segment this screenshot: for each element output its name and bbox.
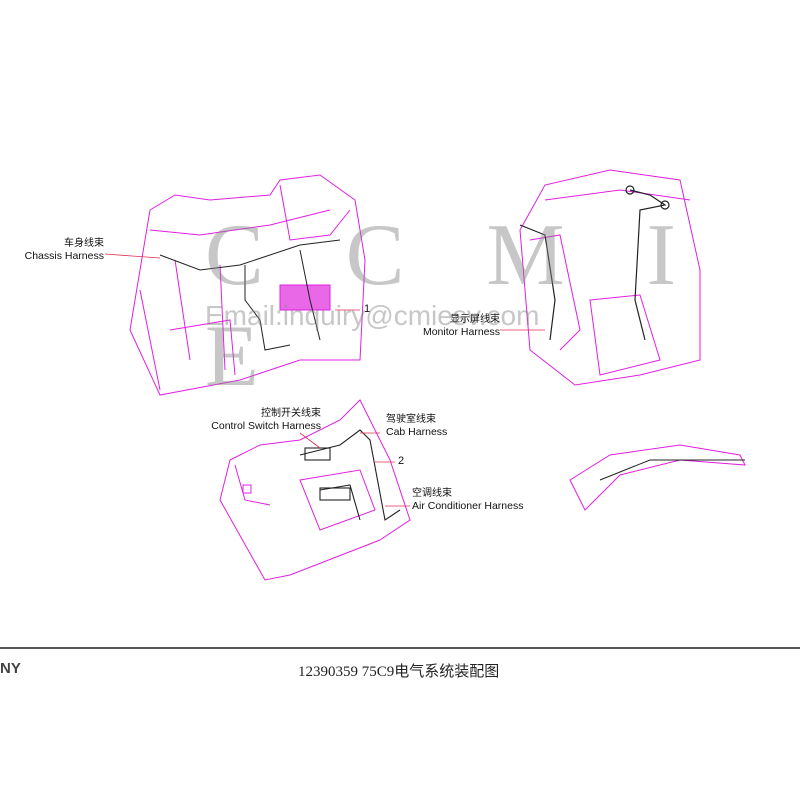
label-cn: 显示屏线束 (450, 314, 500, 325)
label-cn: 空调线束 (412, 488, 452, 499)
label-air-conditioner-harness: 空调线束 Air Conditioner Harness (412, 488, 523, 512)
label-monitor-harness: 显示屏线束 Monitor Harness (420, 314, 500, 338)
label-en: Chassis Harness (24, 250, 104, 262)
watermark-email: Email:inquiry@cmiesv.com (205, 300, 540, 331)
label-cn: 驾驶室线束 (386, 414, 436, 425)
watermark-logo: C C M I E (205, 207, 706, 405)
label-control-switch-harness: 控制开关线束 Control Switch Harness (205, 408, 321, 432)
callout-1: 1 (364, 303, 371, 315)
label-cn: 控制开关线束 (261, 408, 321, 419)
label-en: Air Conditioner Harness (412, 500, 524, 512)
control-cab-ac-harness-wires (299, 429, 401, 521)
floor-view (219, 399, 411, 581)
label-en: Monitor Harness (422, 326, 500, 338)
label-en: Cab Harness (386, 426, 448, 438)
label-chassis-harness: 车身线束 Chassis Harness (20, 238, 104, 262)
leader-lines (104, 253, 545, 507)
chassis-harness-wires (159, 239, 341, 351)
footer-divider (0, 647, 800, 649)
callout-2: 2 (398, 455, 405, 467)
label-en: Control Switch Harness (211, 420, 321, 432)
label-cab-harness: 驾驶室线束 Cab Harness (386, 414, 447, 438)
drawing-title: 12390359 75C9电气系统装配图 (298, 664, 500, 680)
boom-harness-wire (599, 459, 745, 481)
brand-logo-text: NY (0, 660, 21, 677)
monitor-harness-wires (519, 185, 670, 341)
cab-left-view (129, 174, 366, 396)
label-cn: 车身线束 (64, 238, 104, 249)
boom-part-view (569, 444, 746, 511)
